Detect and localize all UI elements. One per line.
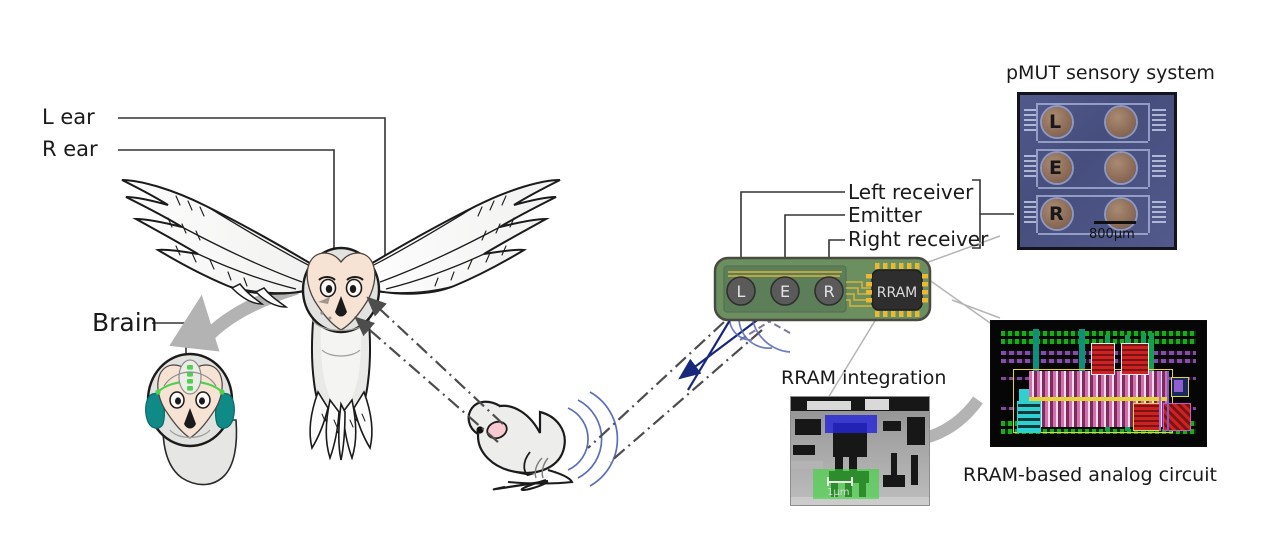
pmut-group-bracket xyxy=(972,179,1014,249)
sound-path-lines xyxy=(354,296,763,463)
rram-circuit-layout-image xyxy=(990,320,1207,447)
label-rram-integration-title: RRAM integration xyxy=(781,367,947,389)
label-pmut-title: pMUT sensory system xyxy=(1006,62,1215,84)
pmut-micrograph: L E R 800µm xyxy=(1017,92,1177,250)
pcb-board xyxy=(713,256,932,322)
pmut-cell-letter-l: L xyxy=(1049,111,1062,133)
label-left-receiver: Left receiver xyxy=(848,180,974,204)
label-brain: Brain xyxy=(92,308,158,337)
tem-highlight-top-electrode xyxy=(825,415,877,433)
transducer-letter-l: L xyxy=(737,282,746,301)
pmut-scale-bar-line xyxy=(1094,221,1136,224)
transducer-emitter xyxy=(770,276,800,306)
pmut-cell-letter-r: R xyxy=(1049,203,1064,225)
brain-inset xyxy=(145,352,238,486)
ear-leader-lines xyxy=(118,117,386,292)
label-right-receiver: Right receiver xyxy=(848,227,989,251)
tem-scale-bar-label: 1µm xyxy=(827,487,850,498)
transducer-right xyxy=(814,276,844,306)
label-l-ear: L ear xyxy=(42,105,95,129)
pmut-cell-letter-e: E xyxy=(1049,157,1062,179)
mouse-prey xyxy=(467,400,574,491)
label-rram-circuit-caption: RRAM-based analog circuit xyxy=(963,464,1217,486)
rram-chip-pins xyxy=(866,263,928,317)
echo-return-arrow xyxy=(678,317,761,380)
tem-scale-bar-line xyxy=(827,481,853,483)
transducer-left xyxy=(726,276,756,306)
transducer-letter-e: E xyxy=(780,282,790,301)
sound-wave-arcs xyxy=(567,391,619,487)
tem-highlight-bottom-electrode xyxy=(813,469,879,499)
transducer-letters: L E R RRAM xyxy=(737,282,918,301)
label-r-ear: R ear xyxy=(42,137,98,161)
rram-chip-label: RRAM xyxy=(877,285,918,301)
owl-illustration xyxy=(121,179,561,461)
transducer-letter-r: R xyxy=(823,282,834,301)
pmut-scale-bar-label: 800µm xyxy=(1089,227,1135,242)
label-emitter: Emitter xyxy=(848,203,922,227)
rram-tem-image: 1µm xyxy=(790,396,930,506)
